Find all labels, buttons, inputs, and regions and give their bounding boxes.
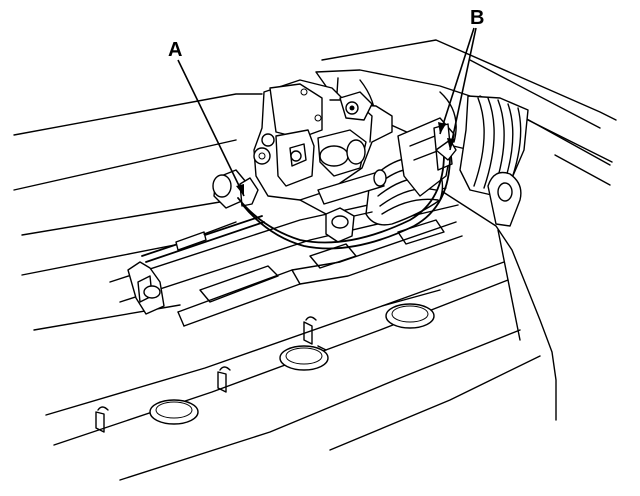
callout-leaders — [177, 27, 477, 197]
wire-clips — [95, 316, 327, 433]
throttle-cable — [141, 215, 265, 263]
throttle-body — [212, 69, 529, 243]
callout-label-b: B — [470, 7, 484, 29]
spark-plug-holes — [149, 289, 441, 425]
callout-label-a: A — [168, 39, 182, 61]
bracket-nut — [127, 261, 165, 315]
